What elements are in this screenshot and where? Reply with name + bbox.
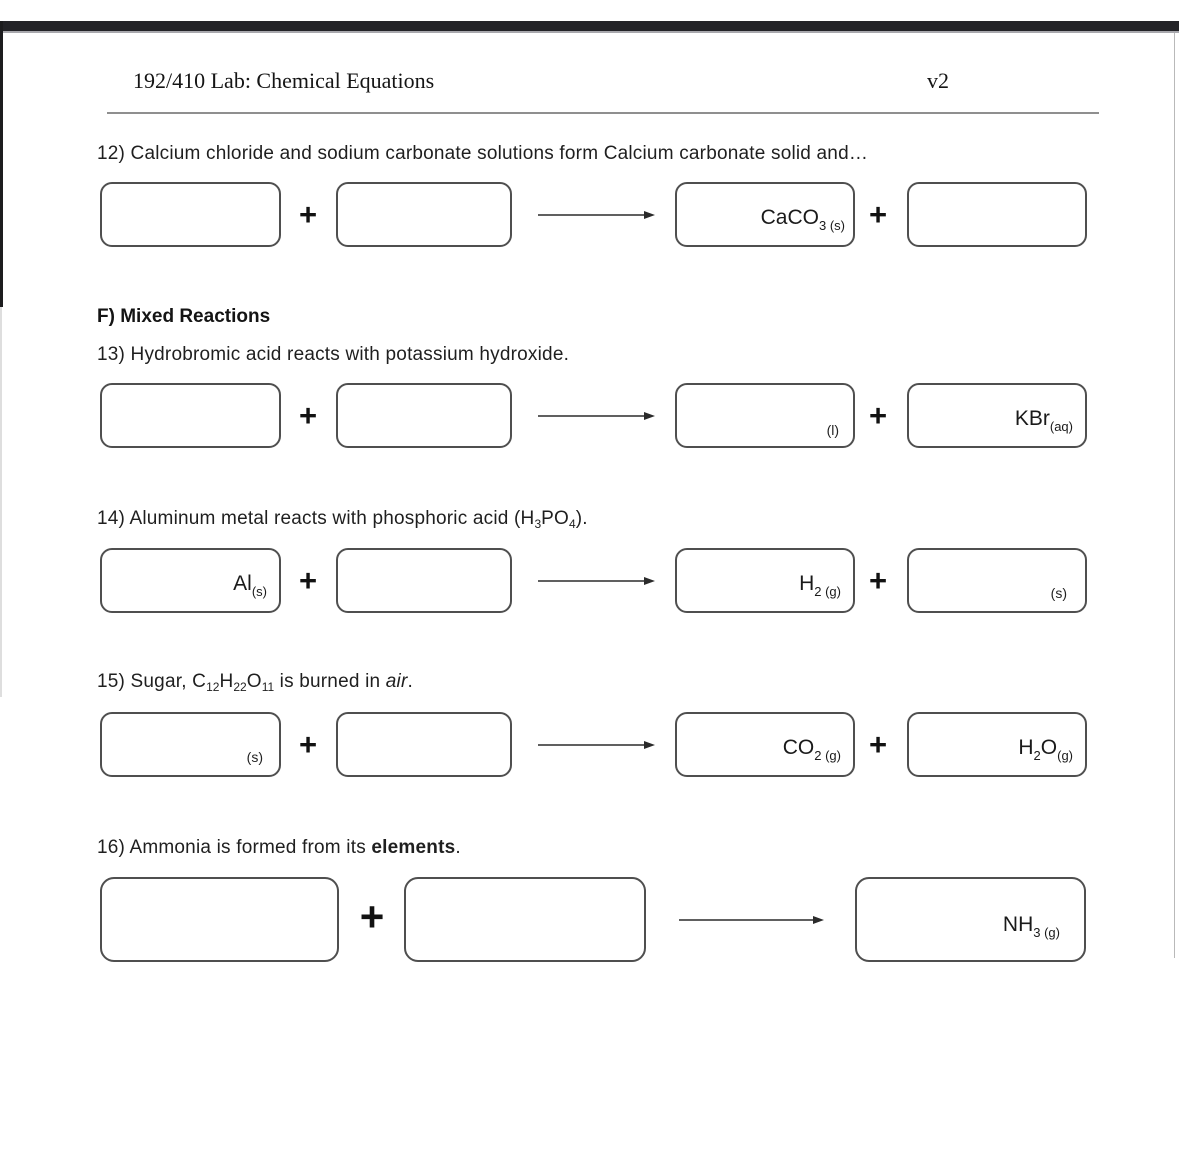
header-divider (107, 112, 1099, 114)
formula-main: Al (233, 572, 252, 595)
label-italic: air (385, 671, 408, 692)
arrow-right-icon (538, 741, 655, 749)
q13-reactant1-blank[interactable] (100, 383, 281, 448)
formula-subscript: (g) (1057, 748, 1073, 763)
q16-reactant2-blank[interactable] (404, 877, 646, 962)
question-12-label: 12) Calcium chloride and sodium carbonat… (97, 143, 868, 165)
q14-reactant1-formula: Al(s) (233, 572, 267, 599)
label-part: ). (575, 508, 588, 529)
formula-subscript: 3 (s) (819, 218, 845, 233)
q14-plus-1: + (298, 563, 318, 598)
q15-product1-formula: CO2 (g) (783, 736, 841, 763)
label-part: PO (541, 508, 570, 529)
q13-reactant2-blank[interactable] (336, 383, 512, 448)
q15-reactant1-box[interactable]: (s) (100, 712, 281, 777)
label-part: H (219, 671, 234, 692)
q16-reactant1-blank[interactable] (100, 877, 339, 962)
arrow-right-icon (679, 916, 824, 924)
q15-plus-1: + (298, 727, 318, 762)
formula-subscript: 2 (1033, 748, 1041, 763)
label-part: . (455, 837, 461, 858)
q12-product2-blank[interactable] (907, 182, 1087, 247)
q13-product2-formula: KBr(aq) (1015, 407, 1073, 434)
label-part: 16) Ammonia is formed from its (97, 837, 372, 858)
page-left-edge (0, 21, 3, 307)
q13-reaction-arrow (538, 409, 656, 427)
formula-main: CO (782, 736, 815, 759)
q14-reactant2-blank[interactable] (336, 548, 512, 613)
document-version: v2 (927, 68, 949, 93)
q14-reactant1-box[interactable]: Al(s) (100, 548, 281, 613)
q16-plus-1: + (359, 893, 385, 940)
label-subscript: 22 (233, 680, 247, 694)
question-13-label: 13) Hydrobromic acid reacts with potassi… (97, 344, 570, 365)
formula-main: H (1018, 736, 1034, 759)
label-part: is burned in (274, 671, 386, 692)
formula-subscript: 3 (g) (1033, 925, 1060, 940)
label-part: O (246, 671, 262, 692)
question-15-label: 15) Sugar, C12H22O11 is burned in air. (97, 671, 413, 694)
arrow-right-icon (538, 211, 655, 219)
q14-reaction-arrow (538, 574, 656, 592)
q15-product1-box[interactable]: CO2 (g) (675, 712, 855, 777)
page-left-edge-faint (0, 307, 2, 697)
formula-subscript: (aq) (1049, 419, 1073, 434)
q13-product2-box[interactable]: KBr(aq) (907, 383, 1087, 448)
q15-reactant2-blank[interactable] (336, 712, 512, 777)
question-12-text: 12) Calcium chloride and sodium carbonat… (97, 143, 869, 164)
q14-product1-box[interactable]: H2 (g) (675, 548, 855, 613)
arrow-right-icon (538, 577, 655, 585)
q16-product1-formula: NH3 (g) (1003, 913, 1060, 940)
q15-product2-box[interactable]: H2O(g) (907, 712, 1087, 777)
page-right-edge (1174, 33, 1175, 958)
q16-product1-box[interactable]: NH3 (g) (855, 877, 1086, 962)
section-f-heading: F) Mixed Reactions (97, 306, 271, 327)
label-part: . (407, 671, 413, 692)
formula-main: H (799, 572, 815, 595)
formula-subscript: 2 (g) (814, 748, 841, 763)
q13-product1-state: (l) (826, 422, 839, 438)
label-subscript: 4 (569, 517, 576, 531)
q14-product1-formula: H2 (g) (799, 572, 841, 599)
q15-plus-2: + (868, 727, 888, 762)
q12-reaction-arrow (538, 208, 656, 226)
q12-plus-2: + (868, 197, 888, 232)
label-subscript: 11 (261, 680, 275, 694)
formula-subscript: (s) (251, 584, 267, 599)
q14-product2-box[interactable]: (s) (907, 548, 1087, 613)
q13-product1-box[interactable]: (l) (675, 383, 855, 448)
q13-plus-2: + (868, 398, 888, 433)
label-subscript: 3 (534, 517, 542, 531)
formula-main: NH (1002, 913, 1034, 936)
q14-plus-2: + (868, 563, 888, 598)
q15-reaction-arrow (538, 738, 656, 756)
q12-reactant2-blank[interactable] (336, 182, 512, 247)
q12-product1-formula: CaCO3 (s) (761, 206, 845, 233)
q12-reactant1-blank[interactable] (100, 182, 281, 247)
label-subscript: 12 (206, 680, 220, 694)
arrow-right-icon (538, 412, 655, 420)
label-part: 14) Aluminum metal reacts with phosphori… (97, 508, 535, 529)
q14-product2-state: (s) (1050, 585, 1067, 601)
q16-reaction-arrow (679, 913, 825, 931)
formula-main: KBr (1014, 407, 1050, 430)
document-title: 192/410 Lab: Chemical Equations (133, 68, 435, 93)
q12-product1-box[interactable]: CaCO3 (s) (675, 182, 855, 247)
question-16-label: 16) Ammonia is formed from its elements. (97, 837, 461, 859)
formula-main: O (1040, 736, 1058, 759)
formula-subscript: 2 (g) (814, 584, 841, 599)
label-part: 15) Sugar, C (97, 671, 207, 692)
page-top-edge (0, 21, 1179, 33)
label-bold: elements (371, 837, 456, 858)
q15-product2-formula: H2O(g) (1018, 736, 1073, 763)
question-14-label: 14) Aluminum metal reacts with phosphori… (97, 508, 588, 531)
q15-reactant1-state: (s) (246, 749, 263, 765)
q13-plus-1: + (298, 398, 318, 433)
q12-plus-1: + (298, 197, 318, 232)
formula-main: CaCO (760, 206, 819, 229)
